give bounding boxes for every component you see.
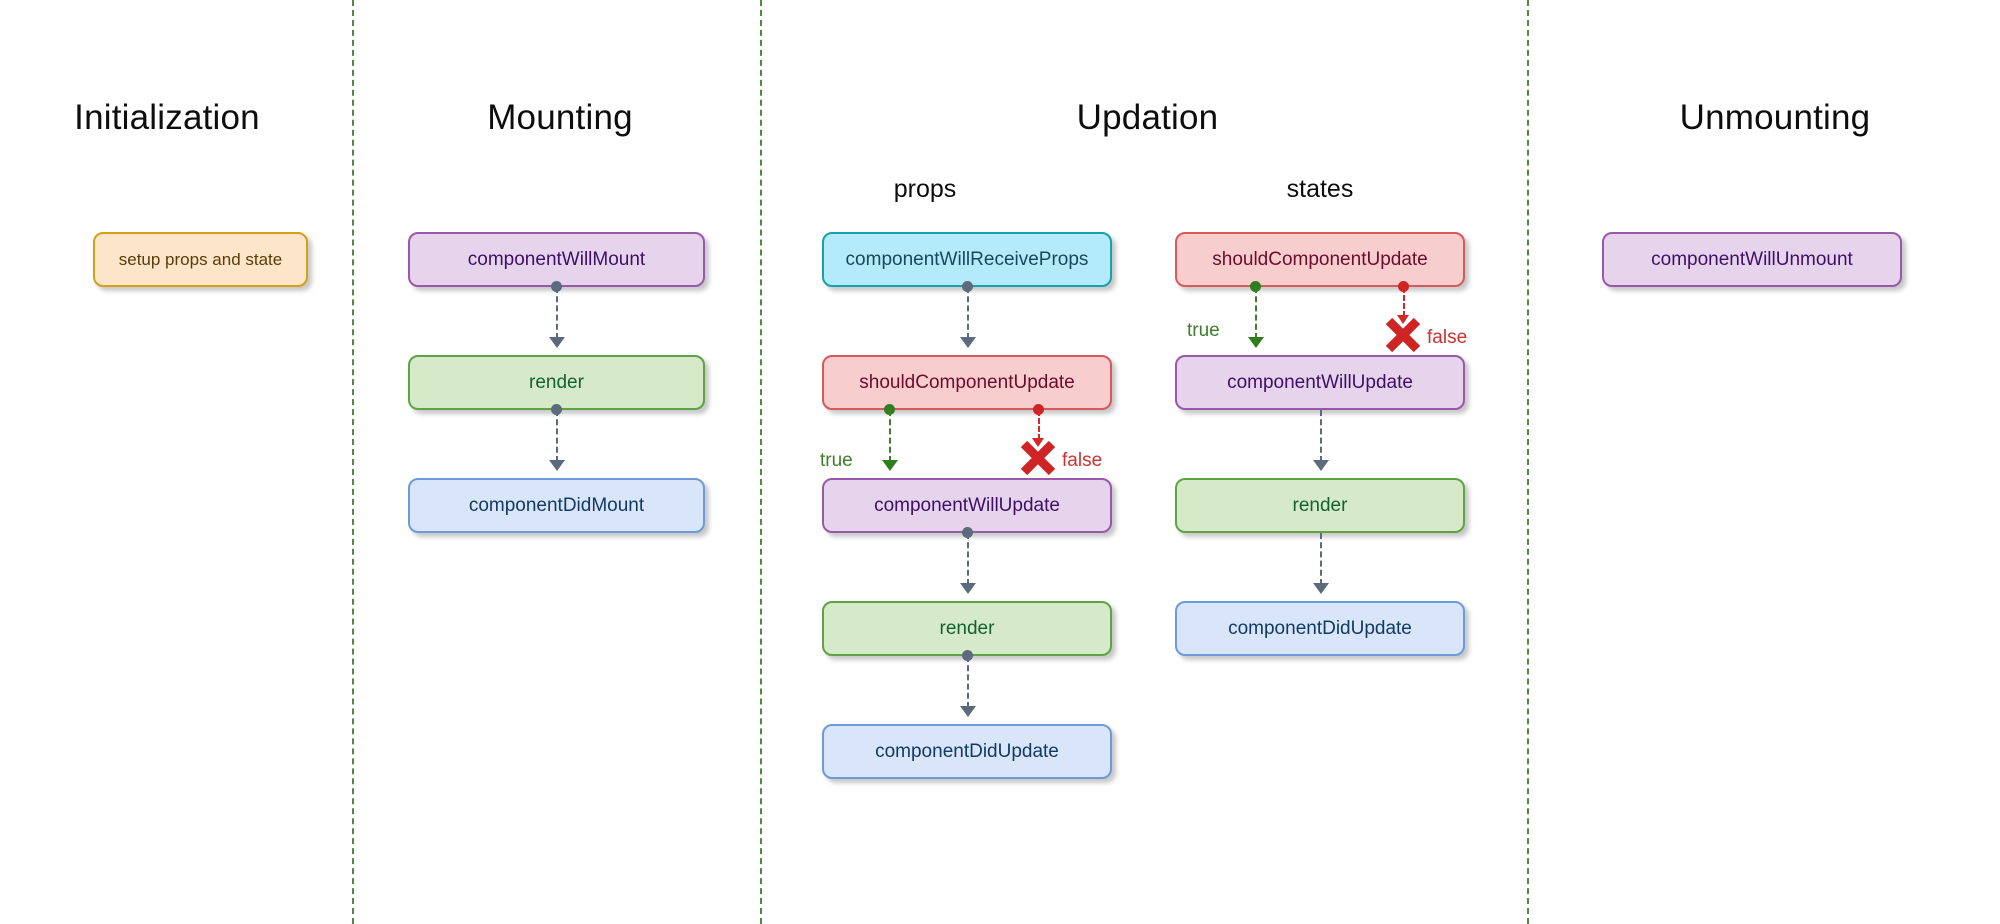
connector-dot-props-1 bbox=[962, 281, 973, 292]
column-divider-3 bbox=[1527, 0, 1529, 924]
branch-dot-false-states bbox=[1398, 281, 1409, 292]
branch-label-false-props: false bbox=[1062, 450, 1103, 471]
node-render-mounting[interactable]: render bbox=[408, 355, 705, 410]
branch-arrow-true-props bbox=[882, 460, 898, 471]
branch-dot-true-props bbox=[884, 404, 895, 415]
connector-line-props-2 bbox=[967, 533, 969, 585]
node-component-did-mount[interactable]: componentDidMount bbox=[408, 478, 705, 533]
connector-arrow-props-2 bbox=[960, 583, 976, 594]
node-render-states[interactable]: render bbox=[1175, 478, 1465, 533]
connector-arrow-mounting-2 bbox=[549, 460, 565, 471]
node-component-did-update-states[interactable]: componentDidUpdate bbox=[1175, 601, 1465, 656]
node-component-will-update-states[interactable]: componentWillUpdate bbox=[1175, 355, 1465, 410]
branch-arrow-false-props bbox=[1032, 438, 1044, 447]
connector-line-mounting-2 bbox=[556, 410, 558, 462]
node-setup-props-and-state[interactable]: setup props and state bbox=[93, 232, 308, 287]
connector-line-states-3 bbox=[1320, 533, 1322, 585]
phase-title-updation: Updation bbox=[1076, 98, 1219, 137]
branch-line-false-props bbox=[1038, 410, 1040, 440]
connector-line-props-1 bbox=[967, 287, 969, 339]
connector-arrow-props-1 bbox=[960, 337, 976, 348]
branch-line-false-states bbox=[1403, 287, 1405, 317]
branch-label-true-props: true bbox=[820, 450, 853, 471]
connector-dot-props-2 bbox=[962, 527, 973, 538]
connector-dot-props-3 bbox=[962, 650, 973, 661]
connector-dot-mounting-2 bbox=[551, 404, 562, 415]
column-divider-1 bbox=[352, 0, 354, 924]
phase-title-mounting: Mounting bbox=[487, 98, 633, 137]
connector-line-mounting-1 bbox=[556, 287, 558, 339]
node-component-will-unmount[interactable]: componentWillUnmount bbox=[1602, 232, 1902, 287]
connector-arrow-states-2 bbox=[1313, 460, 1329, 471]
connector-line-states-2 bbox=[1320, 410, 1322, 462]
phase-title-unmounting: Unmounting bbox=[1679, 98, 1871, 137]
node-should-component-update-props[interactable]: shouldComponentUpdate bbox=[822, 355, 1112, 410]
branch-line-true-props bbox=[889, 410, 891, 462]
connector-arrow-props-3 bbox=[960, 706, 976, 717]
connector-arrow-states-3 bbox=[1313, 583, 1329, 594]
connector-arrow-mounting-1 bbox=[549, 337, 565, 348]
subtitle-states: states bbox=[1286, 175, 1354, 203]
branch-arrow-true-states bbox=[1248, 337, 1264, 348]
node-should-component-update-states[interactable]: shouldComponentUpdate bbox=[1175, 232, 1465, 287]
node-component-will-receive-props[interactable]: componentWillReceiveProps bbox=[822, 232, 1112, 287]
connector-dot-mounting-1 bbox=[551, 281, 562, 292]
column-divider-2 bbox=[760, 0, 762, 924]
branch-arrow-false-states bbox=[1397, 315, 1409, 324]
branch-label-false-states: false bbox=[1427, 327, 1468, 348]
blocked-x-icon-props bbox=[1014, 434, 1062, 487]
node-render-props[interactable]: render bbox=[822, 601, 1112, 656]
branch-line-true-states bbox=[1255, 287, 1257, 339]
phase-title-initialization: Initialization bbox=[74, 98, 260, 137]
connector-line-props-3 bbox=[967, 656, 969, 708]
subtitle-props: props bbox=[893, 175, 957, 203]
node-component-will-mount[interactable]: componentWillMount bbox=[408, 232, 705, 287]
branch-label-true-states: true bbox=[1187, 320, 1220, 341]
blocked-x-icon-states bbox=[1379, 311, 1427, 364]
branch-dot-false-props bbox=[1033, 404, 1044, 415]
node-component-will-update-props[interactable]: componentWillUpdate bbox=[822, 478, 1112, 533]
branch-dot-true-states bbox=[1250, 281, 1261, 292]
node-component-did-update-props[interactable]: componentDidUpdate bbox=[822, 724, 1112, 779]
